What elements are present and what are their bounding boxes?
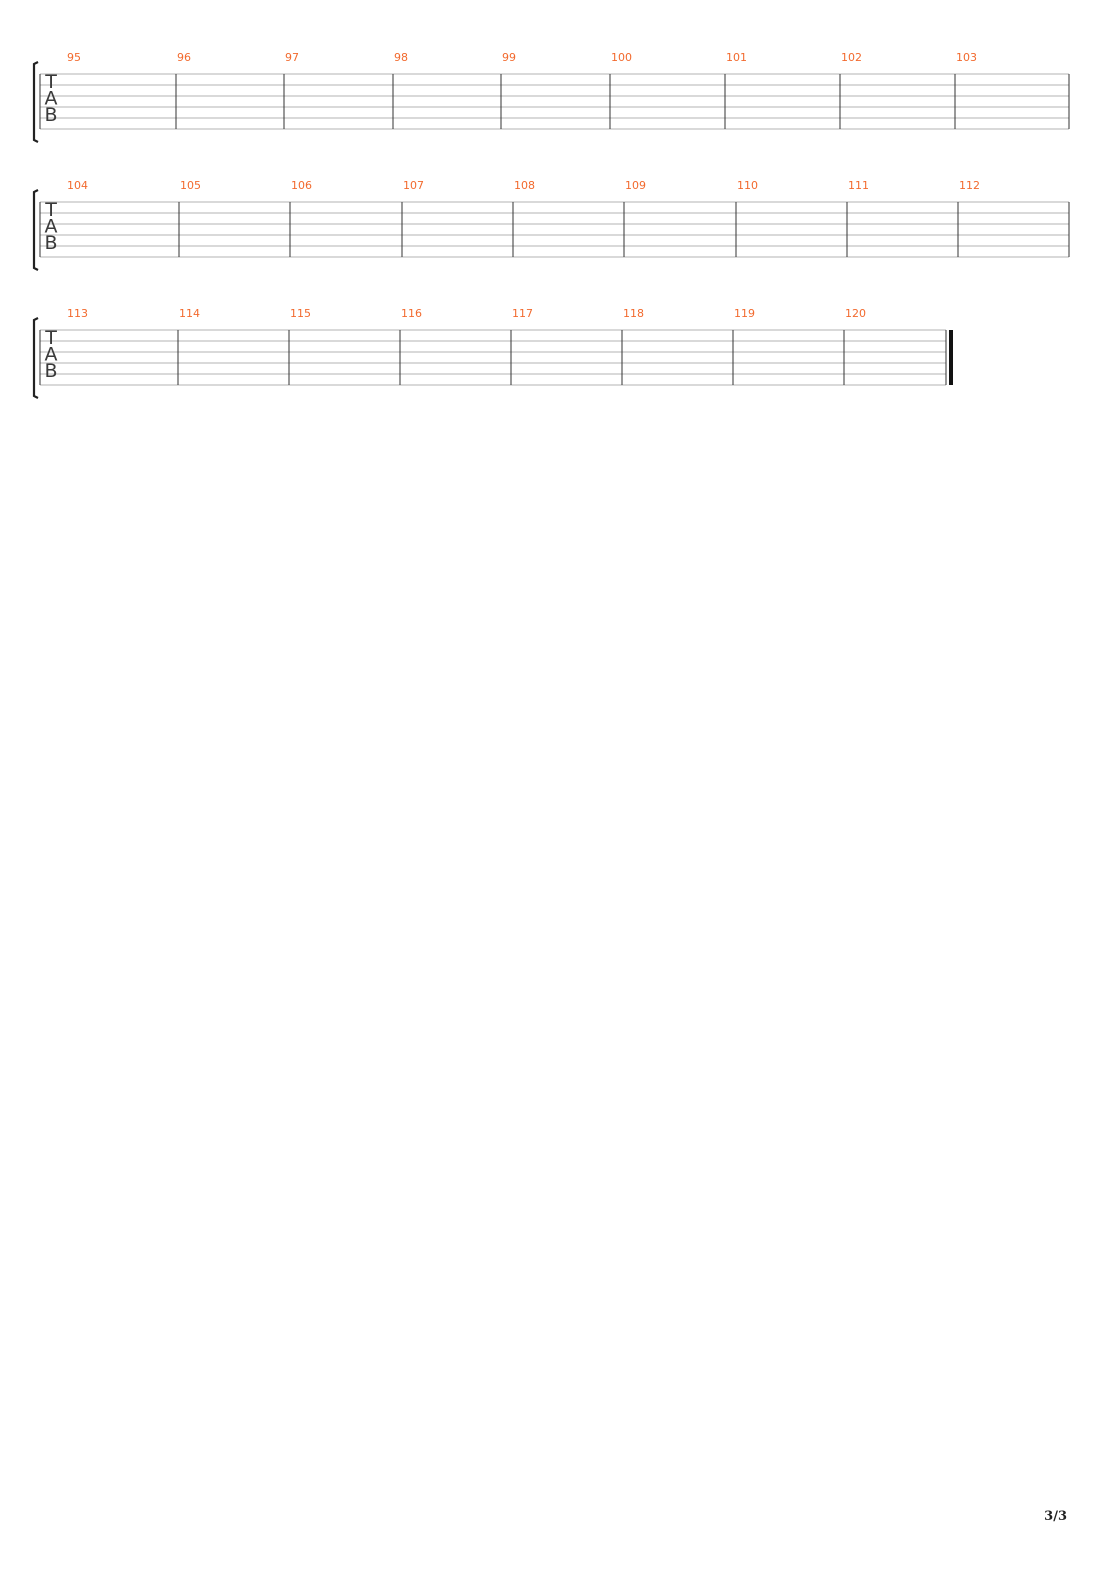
measure-number: 97	[285, 51, 299, 64]
tab-clef-letter: B	[44, 360, 57, 382]
measure-number: 102	[841, 51, 862, 64]
system-bracket	[32, 317, 39, 399]
tab-clef-letter: A	[45, 344, 58, 366]
staff-system: TAB 104 105 106 107 108 109 110 111 112	[32, 179, 1070, 271]
measure-number: 108	[514, 179, 535, 192]
measure-number: 95	[67, 51, 81, 64]
measure-number: 101	[726, 51, 747, 64]
measure-number: 114	[179, 307, 200, 320]
tab-clef-letter: T	[44, 199, 57, 221]
measure-number: 98	[394, 51, 408, 64]
measure-number: 110	[737, 179, 758, 192]
tab-clef-letter: A	[45, 216, 58, 238]
measure-number: 100	[611, 51, 632, 64]
page-number: 3/3	[1044, 1509, 1067, 1524]
system-bracket	[32, 61, 39, 143]
measure-number: 105	[180, 179, 201, 192]
measure-number: 99	[502, 51, 516, 64]
measure-number: 104	[67, 179, 88, 192]
tab-clef-letter: T	[44, 71, 57, 93]
measure-number: 111	[848, 179, 869, 192]
measure-number: 96	[177, 51, 191, 64]
measure-number: 112	[959, 179, 980, 192]
tab-clef-letter: T	[44, 327, 57, 349]
measure-number: 113	[67, 307, 88, 320]
measure-number: 115	[290, 307, 311, 320]
tab-clef-letter: B	[44, 232, 57, 254]
staff-system: TAB 113 114 115 116 117 118 119 120	[32, 307, 953, 399]
measure-number: 107	[403, 179, 424, 192]
measure-number: 109	[625, 179, 646, 192]
measure-number: 120	[845, 307, 866, 320]
tab-clef-letter: B	[44, 104, 57, 126]
system-bracket	[32, 189, 39, 271]
tab-clef-letter: A	[45, 88, 58, 110]
measure-number: 119	[734, 307, 755, 320]
staff-system: TAB 95 96 97 98 99 100 101 102 103	[32, 51, 1070, 143]
measure-number: 103	[956, 51, 977, 64]
final-barline	[949, 330, 953, 385]
measure-number: 117	[512, 307, 533, 320]
measure-number: 116	[401, 307, 422, 320]
measure-number: 106	[291, 179, 312, 192]
measure-number: 118	[623, 307, 644, 320]
